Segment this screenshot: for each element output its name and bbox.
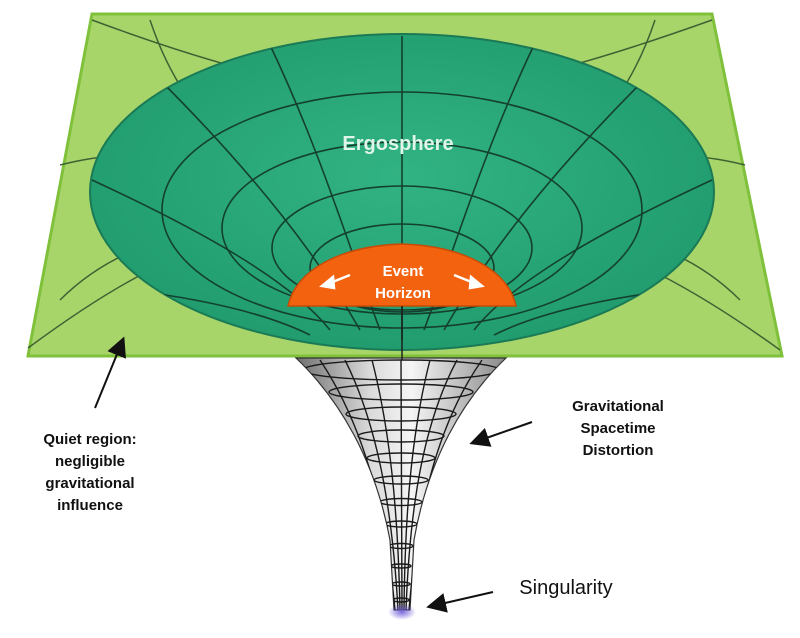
- horizon-arrows: [319, 273, 485, 290]
- event-horizon-label-line2: Horizon: [375, 285, 431, 302]
- pointer-arrows: [94, 336, 533, 613]
- quiet-region-line: gravitational: [45, 475, 134, 492]
- quiet-region-line: influence: [57, 497, 123, 514]
- singularity-point: [388, 604, 416, 620]
- distortion-arrow: [469, 421, 533, 447]
- quiet-region-label: Quiet region: negligible gravitational i…: [43, 431, 136, 514]
- event-horizon-label-line1: Event: [383, 263, 424, 280]
- distortion-label: Gravitational Spacetime Distortion: [572, 398, 664, 459]
- gravity-funnel: [294, 357, 508, 611]
- distortion-line: Distortion: [583, 442, 654, 459]
- distortion-line: Gravitational: [572, 398, 664, 415]
- quiet-region-line: negligible: [55, 453, 125, 470]
- distortion-line: Spacetime: [580, 420, 655, 437]
- quiet-region-arrow: [94, 336, 126, 409]
- singularity-label: Singularity: [519, 577, 612, 599]
- event-horizon-shape: [287, 243, 517, 307]
- quiet-region-line: Quiet region:: [43, 431, 136, 448]
- singularity-arrow: [426, 591, 494, 613]
- ergosphere-label: Ergosphere: [342, 133, 453, 155]
